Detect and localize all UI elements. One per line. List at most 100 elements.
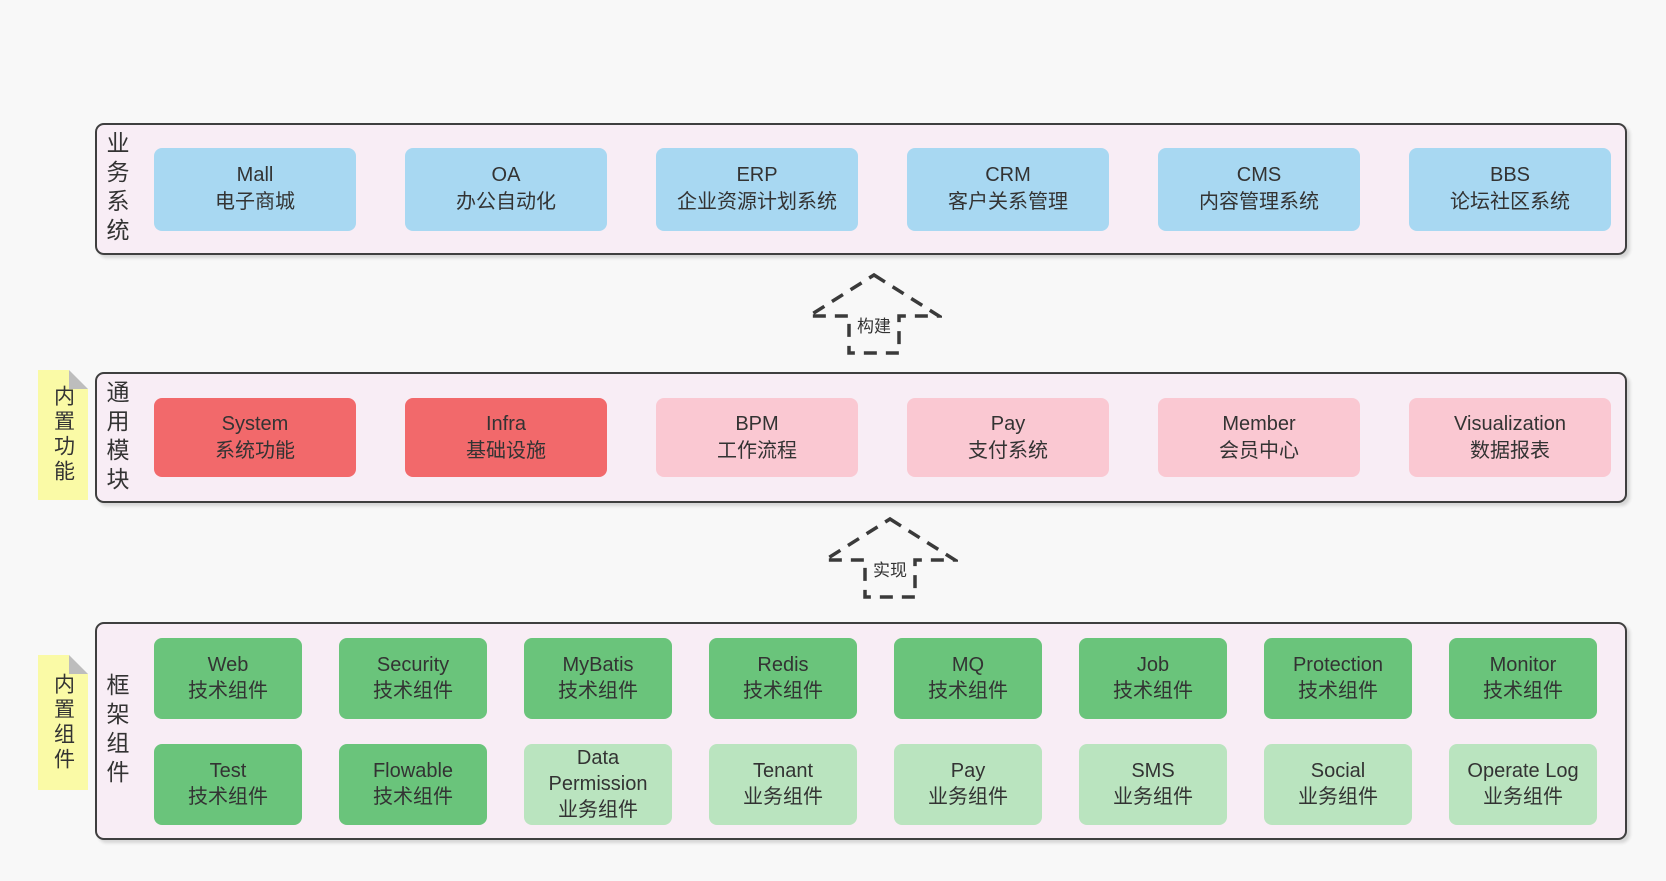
box-protection: Protection 技术组件 xyxy=(1264,637,1412,719)
box-desc: 技术组件 xyxy=(188,786,268,808)
sticky-builtin-features-label: 内置功能 xyxy=(51,385,75,485)
box-desc: 业务组件 xyxy=(1483,786,1563,808)
box-pay: Pay 业务组件 xyxy=(894,743,1042,825)
box-name: CMS xyxy=(1236,164,1282,186)
box-desc: 技术组件 xyxy=(373,680,453,702)
box-desc: 系统功能 xyxy=(215,439,295,462)
box-member: Member 会员中心 xyxy=(1158,398,1360,477)
box-desc: 数据报表 xyxy=(1470,439,1550,462)
box-name: System xyxy=(221,412,289,435)
box-name: Member xyxy=(1222,412,1296,435)
box-tenant: Tenant 业务组件 xyxy=(709,743,857,825)
box-redis: Redis 技术组件 xyxy=(709,637,857,719)
box-name: Data Permission xyxy=(548,747,648,795)
box-desc: 业务组件 xyxy=(1298,786,1378,808)
box-infra: Infra 基础设施 xyxy=(405,398,607,477)
box-mq: MQ 技术组件 xyxy=(894,637,1042,719)
box-name: Redis xyxy=(757,654,809,676)
box-name: MQ xyxy=(951,654,985,676)
box-name: Pay xyxy=(990,412,1026,435)
modules-boxes: System 系统功能 Infra 基础设施 BPM 工作流程 Pay 支付系统 Member 会… xyxy=(154,374,1611,501)
sticky-builtin-components-label: 内置组件 xyxy=(51,672,75,773)
box-desc: 客户关系管理 xyxy=(948,191,1068,213)
box-desc: 业务组件 xyxy=(558,799,638,821)
box-name: Test xyxy=(209,760,247,782)
box-flowable: Flowable 技术组件 xyxy=(339,743,487,825)
box-desc: 企业资源计划系统 xyxy=(677,191,837,213)
box-desc: 工作流程 xyxy=(717,439,797,462)
box-desc: 业务组件 xyxy=(928,786,1008,808)
folded-corner-icon xyxy=(69,655,88,674)
box-name: Social xyxy=(1310,760,1366,782)
box-desc: 技术组件 xyxy=(1113,680,1193,702)
box-name: ERP xyxy=(736,164,778,186)
box-name: Operate Log xyxy=(1467,760,1579,782)
box-web: Web 技术组件 xyxy=(154,637,302,719)
box-name: Flowable xyxy=(372,760,454,782)
box-name: Tenant xyxy=(752,760,814,782)
box-desc: 内容管理系统 xyxy=(1199,191,1319,213)
box-desc: 技术组件 xyxy=(928,680,1008,702)
box-desc: 业务组件 xyxy=(743,786,823,808)
box-desc: 论坛社区系统 xyxy=(1450,191,1570,213)
box-social: Social 业务组件 xyxy=(1264,743,1412,825)
box-name: Mall xyxy=(236,164,274,186)
box-system: System 系统功能 xyxy=(154,398,356,477)
box-name: BPM xyxy=(735,412,779,435)
panel-business-label: 业务系统 xyxy=(103,131,129,247)
box-desc: 基础设施 xyxy=(466,439,546,462)
box-desc: 技术组件 xyxy=(743,680,823,702)
sticky-builtin-components: 内置组件 xyxy=(38,655,88,790)
box-name: OA xyxy=(491,164,521,186)
implement-arrow-label: 实现 xyxy=(870,554,910,583)
box-visualization: Visualization 数据报表 xyxy=(1409,398,1611,477)
box-desc: 支付系统 xyxy=(968,439,1048,462)
implement-arrow: 实现 xyxy=(822,516,958,600)
box-desc: 会员中心 xyxy=(1219,439,1299,462)
box-desc: 技术组件 xyxy=(558,680,638,702)
box-name: Infra xyxy=(485,412,527,435)
up-arrow-icon xyxy=(822,516,958,599)
panel-modules-label: 通用模块 xyxy=(103,379,129,496)
box-bbs: BBS 论坛社区系统 xyxy=(1409,147,1611,231)
box-pay: Pay 支付系统 xyxy=(907,398,1109,477)
box-name: Job xyxy=(1136,654,1170,676)
box-erp: ERP 企业资源计划系统 xyxy=(656,147,858,231)
box-name: Web xyxy=(207,654,249,676)
box-name: BBS xyxy=(1489,164,1531,186)
box-name: MyBatis xyxy=(562,654,634,676)
build-arrow: 构建 xyxy=(806,272,942,356)
box-name: Visualization xyxy=(1454,412,1566,435)
up-arrow-icon xyxy=(806,272,942,355)
box-desc: 技术组件 xyxy=(1298,680,1378,702)
box-data-permission: Data Permission 业务组件 xyxy=(524,743,672,825)
build-arrow-label: 构建 xyxy=(854,310,894,339)
box-operate-log: Operate Log 业务组件 xyxy=(1449,743,1597,825)
box-cms: CMS 内容管理系统 xyxy=(1158,147,1360,231)
box-name: Protection xyxy=(1292,654,1384,676)
box-mybatis: MyBatis 技术组件 xyxy=(524,637,672,719)
box-mall: Mall 电子商城 xyxy=(154,147,356,231)
box-desc: 技术组件 xyxy=(373,786,453,808)
box-oa: OA 办公自动化 xyxy=(405,147,607,231)
box-desc: 技术组件 xyxy=(1483,680,1563,702)
box-row: System 系统功能 Infra 基础设施 BPM 工作流程 Pay 支付系统 Member 会… xyxy=(154,398,1611,477)
box-desc: 业务组件 xyxy=(1113,786,1193,808)
panel-common-modules: 通用模块 System 系统功能 Infra 基础设施 BPM 工作流程 Pay 支付系统 Me… xyxy=(95,372,1627,503)
box-desc: 电子商城 xyxy=(215,191,295,213)
box-name: Pay xyxy=(950,760,986,782)
panel-components-label: 框架组件 xyxy=(103,673,129,789)
box-desc: 技术组件 xyxy=(188,680,268,702)
box-desc: 办公自动化 xyxy=(456,191,556,213)
